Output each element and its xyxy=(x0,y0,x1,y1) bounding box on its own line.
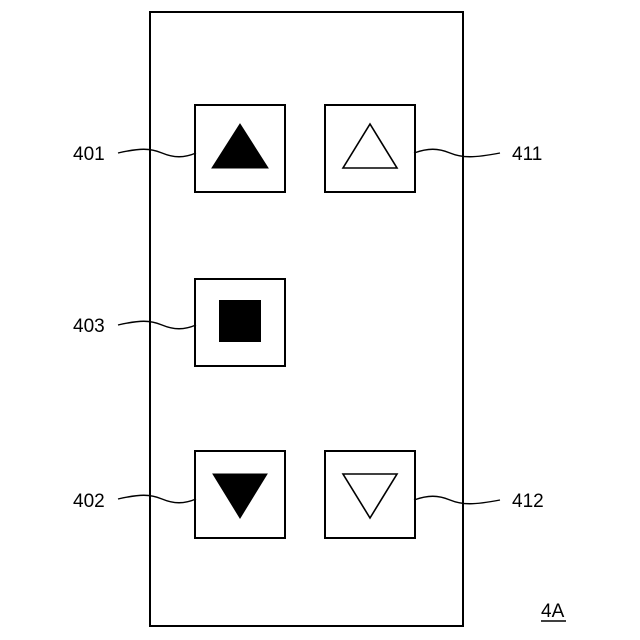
figure-label: 4A xyxy=(541,601,565,622)
ref-label-412: 412 xyxy=(512,491,544,512)
up-outline-button[interactable] xyxy=(325,105,415,192)
ref-label-401: 401 xyxy=(73,144,105,165)
stop-button[interactable] xyxy=(195,279,285,366)
ref-label-411: 411 xyxy=(512,144,542,165)
ref-label-402: 402 xyxy=(73,491,105,512)
up-solid-button[interactable] xyxy=(195,105,285,192)
ref-label-403: 403 xyxy=(73,316,105,337)
solid-square-stop-icon xyxy=(219,300,261,342)
down-solid-button[interactable] xyxy=(195,451,285,538)
down-outline-button[interactable] xyxy=(325,451,415,538)
